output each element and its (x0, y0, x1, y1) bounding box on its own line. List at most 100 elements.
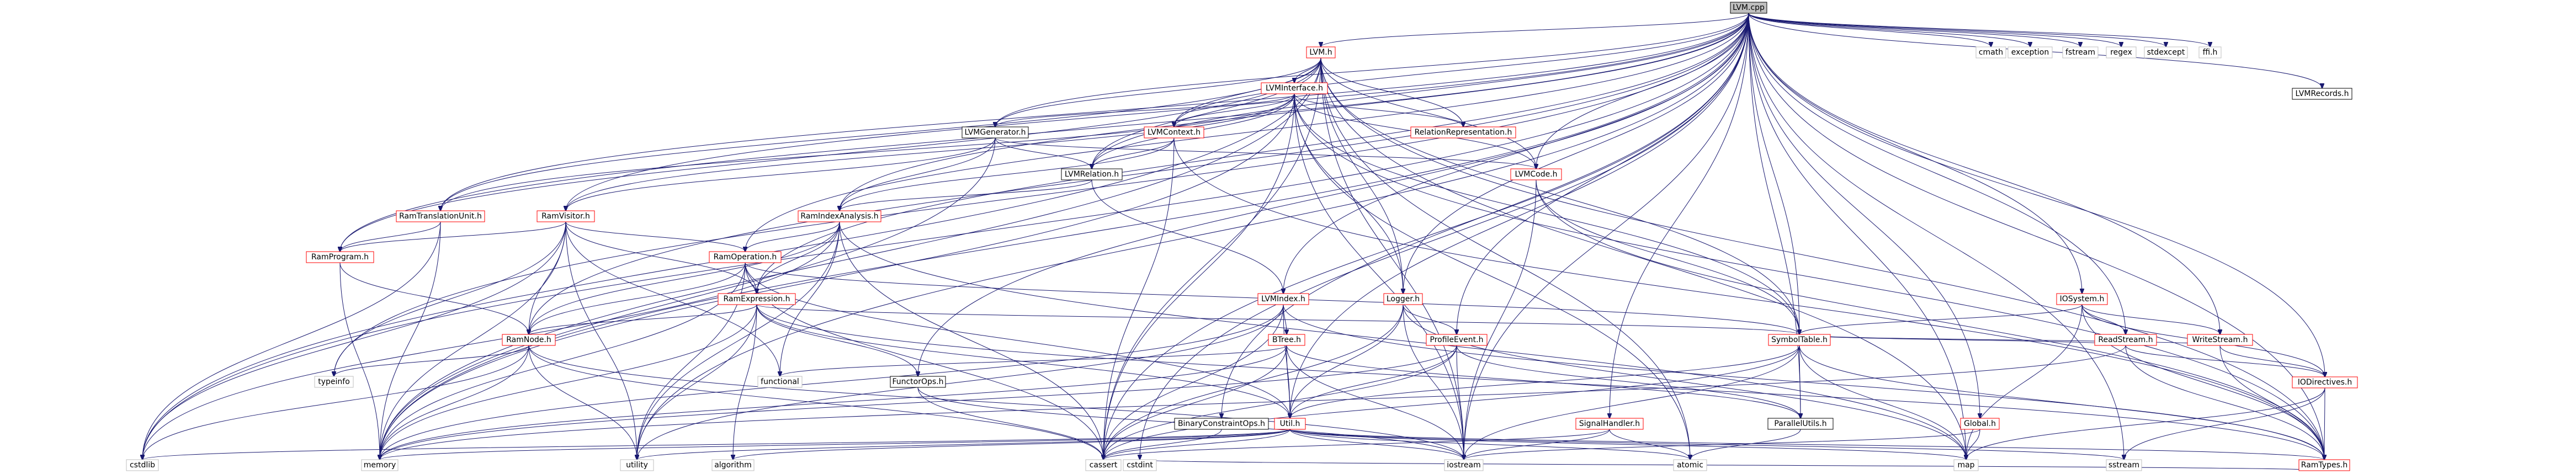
edge-btree-to-cassert (1103, 345, 1287, 460)
node-ramnode[interactable]: RamNode.h (502, 334, 556, 346)
node-lvmindex[interactable]: LVMIndex.h (1257, 293, 1309, 305)
edge-readstream-to-ramtypes (2125, 345, 2324, 460)
edge-ramvisitor-to-ramexpression (565, 221, 757, 294)
node-box (1383, 293, 1423, 305)
edge-ramnode-to-utility (528, 345, 637, 460)
node-box (1730, 2, 1767, 14)
node-ramtypes[interactable]: RamTypes.h (2298, 459, 2350, 471)
edge-lvmh-to-lvmrelation (1092, 57, 1321, 169)
edge-lvmcpp-to-lvmh (1321, 13, 1749, 47)
node-functorops[interactable]: FunctorOps.h (890, 376, 946, 388)
node-label: RamTranslationUnit.h (399, 212, 482, 221)
edge-lvmh-to-ramtypes (1320, 57, 2324, 460)
edge-lvmcpp-to-ramvisitor (566, 13, 1749, 211)
node-lvmrelation[interactable]: LVMRelation.h (1061, 168, 1123, 180)
edge-ramtransunit-to-cstdlib (142, 221, 441, 460)
node-logger[interactable]: Logger.h (1383, 293, 1423, 305)
node-functional: functional (757, 376, 803, 388)
node-box (1575, 418, 1644, 430)
node-binaryconstraintops[interactable]: BinaryConstraintOps.h (1174, 418, 1269, 430)
edge-lvmrelation-to-ramindexanalysis (840, 179, 1092, 211)
node-label: LVMIndex.h (1261, 295, 1305, 303)
edge-lvminterface-to-symboltable (1294, 93, 1799, 334)
node-lvmcode[interactable]: LVMCode.h (1510, 168, 1562, 180)
node-parallelutils[interactable]: ParallelUtils.h (1767, 418, 1834, 430)
node-label: functional (761, 377, 799, 386)
node-label: LVMCode.h (1515, 170, 1557, 179)
node-label: LVMRelation.h (1065, 170, 1119, 179)
node-memory: memory (361, 459, 399, 471)
node-box (2007, 46, 2053, 58)
node-readstream[interactable]: ReadStream.h (2094, 334, 2157, 346)
node-box (2198, 46, 2222, 58)
edge-lvmcpp-to-logger (1403, 13, 1749, 294)
edge-lvmcpp-to-stdexcept (1748, 13, 2166, 47)
edge-logger-to-map (1403, 304, 1966, 460)
node-stdexcept: stdexcept (2144, 46, 2188, 58)
node-label: cstdint (1127, 461, 1153, 470)
node-label: SymbolTable.h (1771, 335, 1828, 344)
node-box (718, 293, 796, 305)
node-symboltable[interactable]: SymbolTable.h (1768, 334, 1831, 346)
node-signalhandler[interactable]: SignalHandler.h (1575, 418, 1644, 430)
node-cassert: cassert (1085, 459, 1122, 471)
edge-lvmcpp-to-ffih (1748, 13, 2210, 47)
node-profileevent[interactable]: ProfileEvent.h (1426, 334, 1488, 346)
edge-lvminterface-to-atomic (1294, 93, 1690, 460)
node-label: RamExpression.h (724, 295, 790, 303)
node-box (1261, 82, 1328, 94)
edge-ramindexanalysis-to-ramexpression (757, 221, 840, 294)
node-relrep[interactable]: RelationRepresentation.h (1410, 126, 1516, 139)
node-utilh[interactable]: Util.h (1274, 418, 1306, 430)
edge-lvmindex-to-cassert (1103, 304, 1284, 460)
edge-layer (142, 13, 2325, 471)
node-regex: regex (2106, 46, 2137, 58)
node-btree[interactable]: BTree.h (1268, 334, 1305, 346)
edge-lvmcpp-to-lvmcontext (1174, 13, 1749, 127)
node-ramexpression[interactable]: RamExpression.h (718, 293, 796, 305)
node-cstdlib: cstdlib (126, 459, 159, 471)
edge-ramvisitor-to-ramnode (529, 221, 566, 334)
edge-lvminterface-to-iostream (1294, 93, 1464, 460)
edge-lvmcode-to-ramtypes (1536, 179, 2324, 460)
edge-lvmcpp-to-writestream (1748, 13, 2220, 334)
edge-ramvisitor-to-functional (565, 221, 780, 376)
node-ramvisitor[interactable]: RamVisitor.h (537, 210, 595, 222)
edge-lvmcpp-to-ramoperation (745, 13, 1749, 252)
edge-btree-to-functional (780, 345, 1287, 376)
edge-utilh-to-ramtypes (1289, 429, 2324, 460)
node-writestream[interactable]: WriteStream.h (2187, 334, 2253, 346)
node-globalh[interactable]: Global.h (1960, 418, 2000, 430)
node-cmath: cmath (1975, 46, 2006, 58)
node-box (1767, 418, 1834, 430)
node-lvmcontext[interactable]: LVMContext.h (1144, 126, 1204, 139)
node-lvmgenerator[interactable]: LVMGenerator.h (962, 126, 1029, 139)
node-ramtransunit[interactable]: RamTranslationUnit.h (396, 210, 485, 222)
edge-lvmcpp-to-map (1748, 13, 1966, 460)
node-lvmcpp[interactable]: LVM.cpp (1730, 2, 1767, 14)
node-iodirectives[interactable]: IODirectives.h (2292, 376, 2358, 388)
edge-symboltable-to-map (1799, 345, 1966, 460)
node-label: fstream (2065, 48, 2095, 57)
node-ramoperation[interactable]: RamOperation.h (709, 251, 782, 263)
node-box (890, 376, 946, 388)
edge-lvmcpp-to-fstream (1748, 13, 2080, 47)
node-label: BTree.h (1272, 335, 1301, 344)
node-iosystem[interactable]: IOSystem.h (2056, 293, 2108, 305)
edge-parallelutils-to-atomic (1690, 429, 1801, 460)
node-lvmh[interactable]: LVM.h (1306, 46, 1336, 58)
edge-logger-to-profileevent (1403, 304, 1457, 334)
node-ramindexanalysis[interactable]: RamIndexAnalysis.h (798, 210, 881, 222)
node-lvminterface[interactable]: LVMInterface.h (1261, 82, 1328, 94)
edge-lvminterface-to-ramtypes (1294, 93, 2324, 460)
node-lvmrecords[interactable]: LVMRecords.h (2292, 88, 2352, 100)
edge-lvmgenerator-to-lvmrelation (995, 137, 1092, 169)
node-box (2298, 459, 2350, 471)
node-box (396, 210, 485, 222)
edge-symboltable-to-utilh (1290, 345, 1800, 418)
edge-lvminterface-to-lvmcontext (1174, 93, 1295, 127)
node-ramprogram[interactable]: RamProgram.h (306, 251, 374, 263)
edge-lvmh-to-iostream (1320, 57, 1464, 460)
edge-utilh-to-cstdlib (142, 429, 1290, 460)
